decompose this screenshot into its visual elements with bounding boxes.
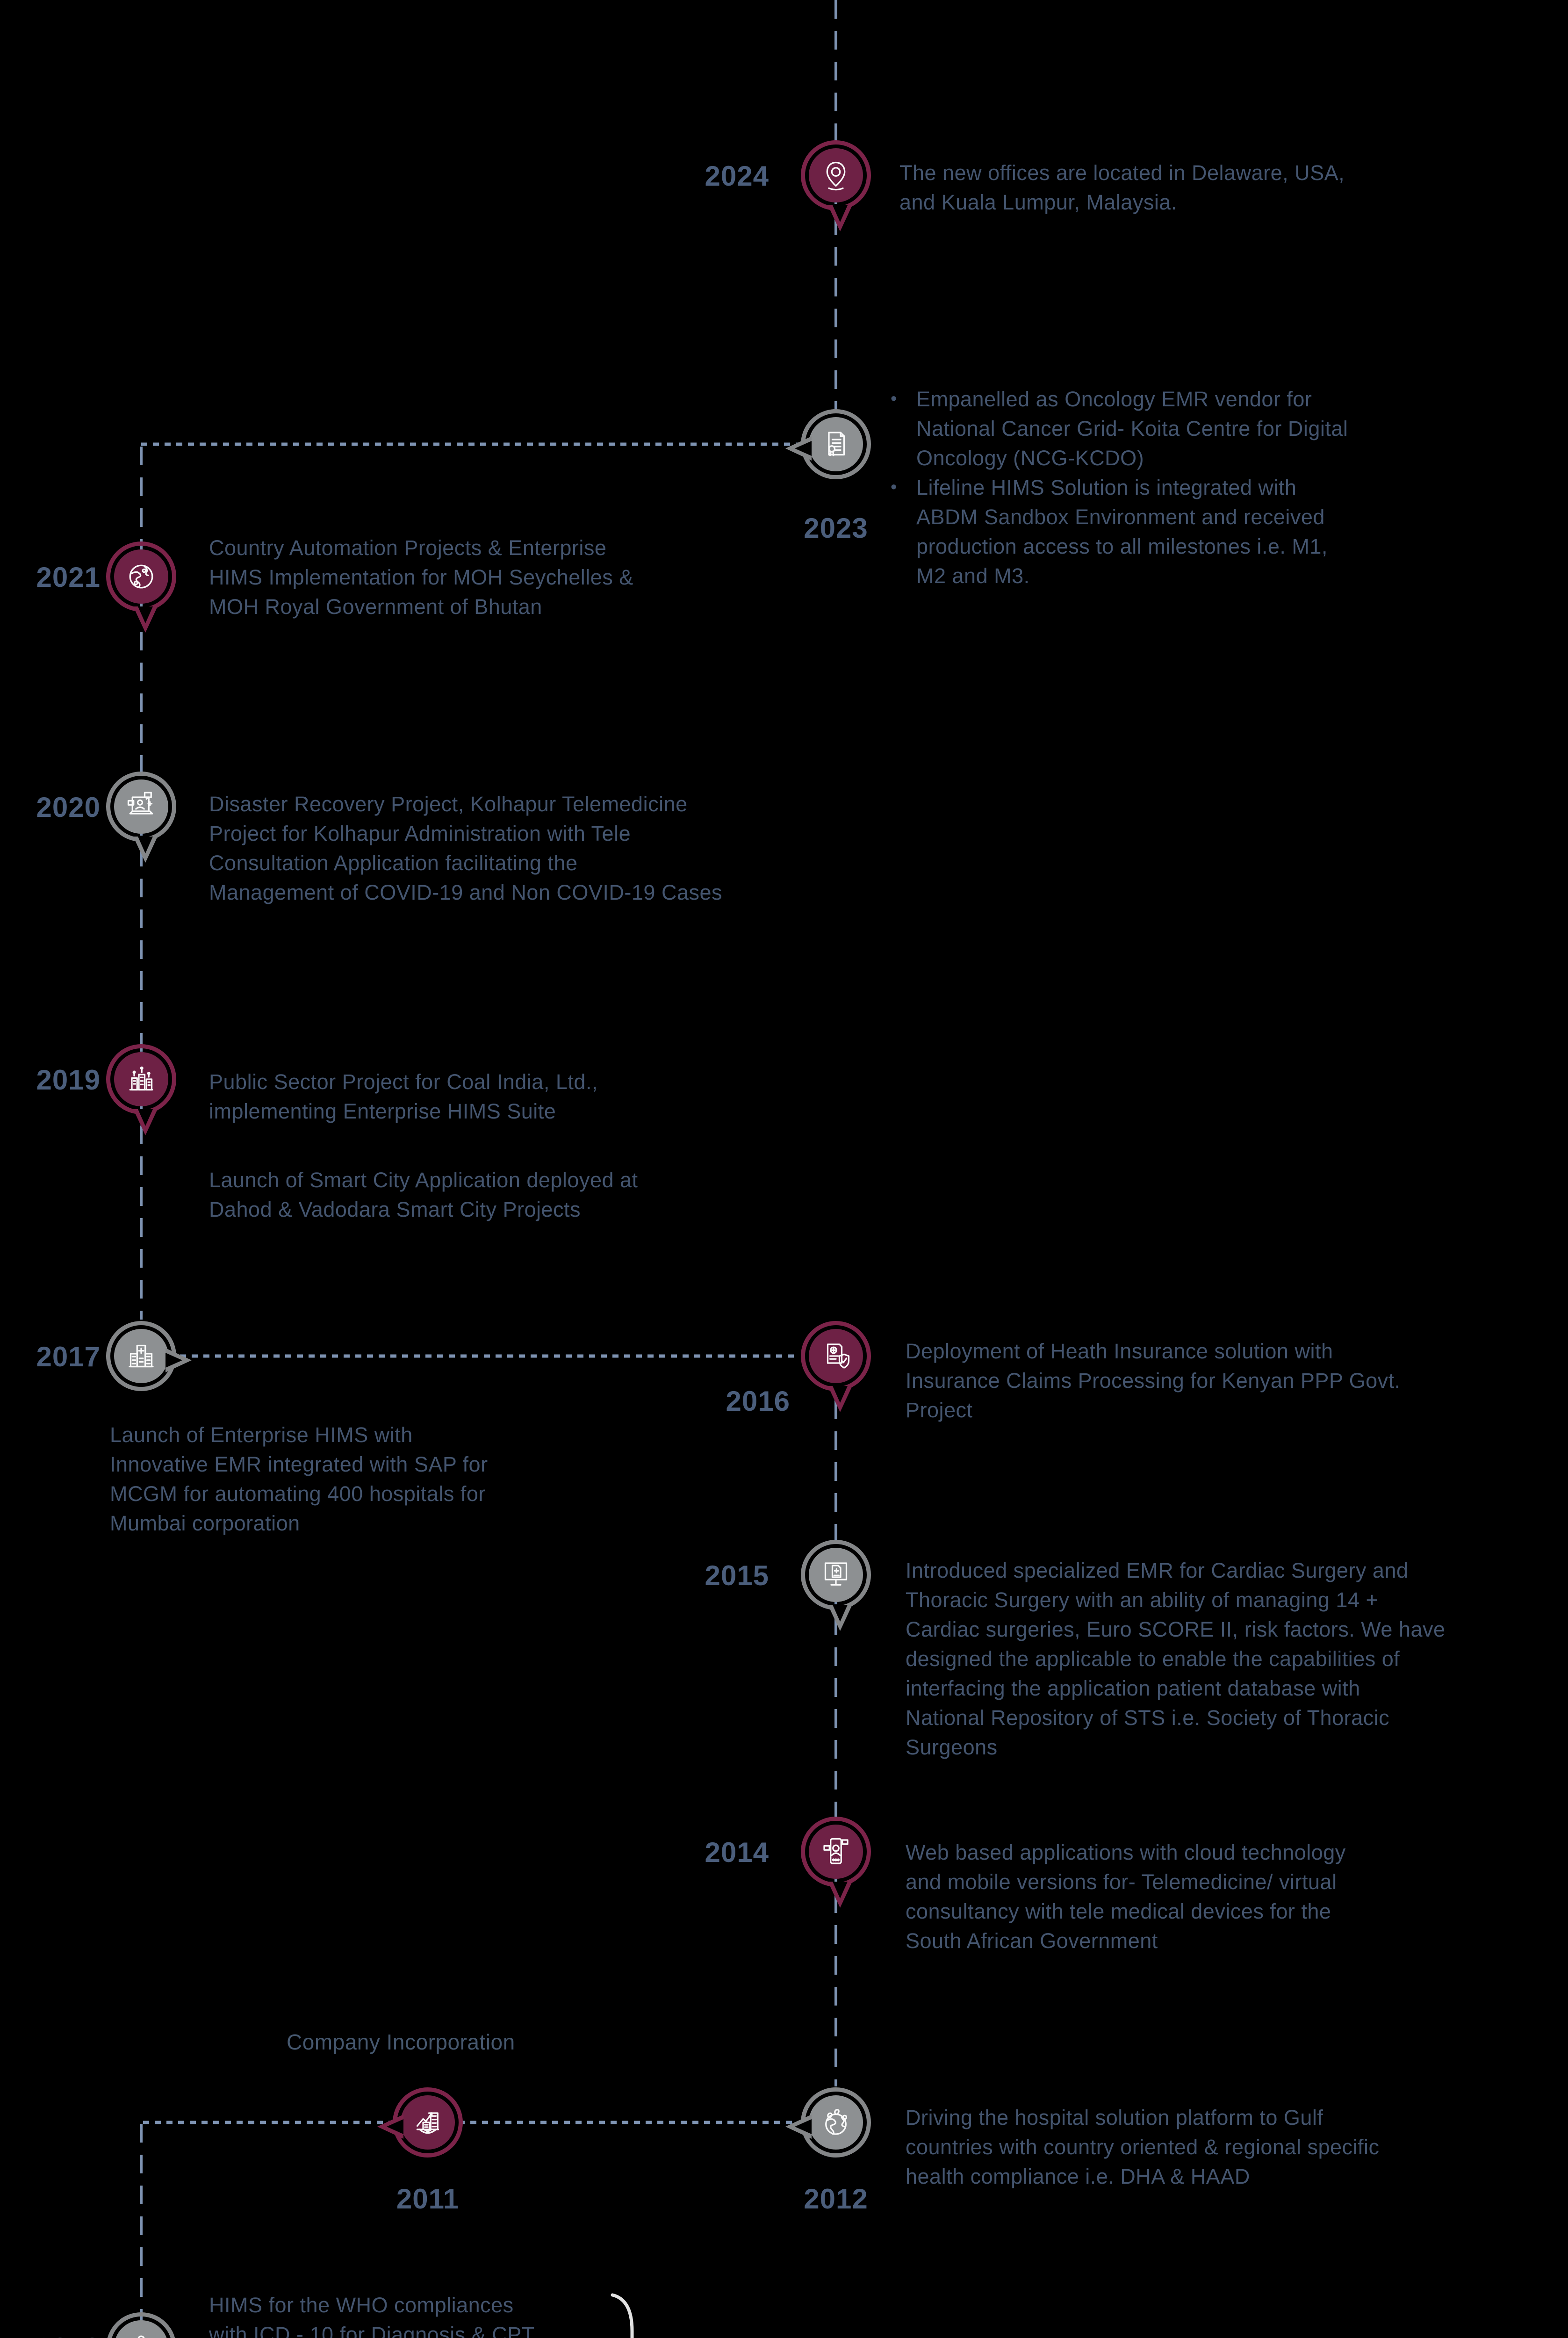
bullet-icon: • — [891, 389, 897, 409]
hospital-building-icon — [129, 1344, 154, 1368]
milestone-2017-marker — [106, 1321, 192, 1391]
milestone-2016-marker — [801, 1321, 871, 1412]
certificate-document-icon — [828, 432, 845, 456]
company-incorporation-label: Company Incorporation — [287, 2030, 515, 2054]
globe-icon — [129, 564, 153, 589]
milestone-2019-description-2: Launch of Smart City Application deploye… — [209, 1168, 638, 1221]
milestone-2012-icon-circle — [809, 2095, 863, 2150]
milestone-2011-icon-circle — [401, 2095, 455, 2150]
team-icon — [137, 2335, 145, 2338]
milestone-2014-year: 2014 — [705, 1837, 769, 1868]
location-pin-icon — [826, 161, 846, 191]
milestone-2015-icon-circle — [809, 1548, 863, 1602]
smart-city-icon — [129, 1066, 153, 1091]
milestone-2010-year: 2010 — [16, 2332, 101, 2338]
milestone-2019-marker — [106, 1044, 176, 1135]
company-growth-icon — [416, 2112, 439, 2134]
milestone-2017-year: 2017 — [36, 1341, 101, 1372]
mobile-telemedicine-icon — [823, 1838, 849, 1864]
milestone-2024-icon-circle — [809, 148, 863, 202]
milestone-2019-year: 2019 — [36, 1064, 101, 1096]
milestone-2019-icon-circle — [114, 1052, 168, 1106]
milestone-2017-description: Launch of Enterprise HIMS with Innovativ… — [110, 1423, 488, 1535]
milestone-2021-icon-circle — [114, 549, 168, 604]
milestone-2012-marker — [785, 2087, 871, 2158]
milestone-2021-year: 2021 — [36, 562, 101, 593]
milestone-2015-description: Introduced specialized EMR for Cardiac S… — [906, 1559, 1446, 1759]
milestone-2021-description: Country Automation Projects & Enterprise… — [209, 536, 633, 619]
milestone-2015-marker — [801, 1540, 871, 1631]
milestone-2023-icon-circle — [809, 417, 863, 471]
milestone-2020-marker — [106, 772, 176, 863]
milestone-2015-year: 2015 — [705, 1560, 769, 1591]
milestone-2014-marker — [801, 1817, 871, 1908]
milestone-2024-description: The new offices are located in Delaware,… — [899, 161, 1345, 214]
milestone-2017-icon-circle — [114, 1329, 168, 1383]
insurance-claim-icon — [827, 1343, 850, 1369]
milestone-2016-icon-circle — [809, 1329, 863, 1383]
milestone-2024-marker — [801, 140, 871, 231]
milestone-2020-description: Disaster Recovery Project, Kolhapur Tele… — [209, 792, 722, 904]
milestone-2014-icon-circle — [809, 1825, 863, 1879]
bullet-icon: • — [891, 477, 897, 497]
telemedicine-laptop-icon — [127, 792, 153, 815]
milestone-2020-year: 2020 — [36, 792, 101, 823]
milestone-2011-year: 2011 — [396, 2183, 460, 2215]
milestone-2023-description: • Empanelled as Oncology EMR vendor for … — [891, 384, 1348, 591]
milestone-2020-icon-circle — [114, 779, 168, 834]
milestone-2014-description: Web based applications with cloud techno… — [906, 1840, 1346, 1953]
globe-pins-icon — [825, 2109, 848, 2135]
milestone-2010-description: HIMS for the WHO compliances with ICD - … — [209, 2293, 535, 2338]
emr-monitor-icon — [824, 1562, 848, 1586]
milestone-2010-icon-circle — [114, 2320, 168, 2338]
milestone-2016-description: Deployment of Heath Insurance solution w… — [906, 1339, 1401, 1422]
bullet-item: • Lifeline HIMS Solution is integrated w… — [891, 473, 1348, 591]
milestone-2023-marker — [785, 409, 871, 479]
milestone-2021-marker — [106, 541, 176, 633]
milestone-2024-year: 2024 — [705, 160, 769, 192]
bullet-item: • Empanelled as Oncology EMR vendor for … — [891, 384, 1348, 473]
milestone-2023-year: 2023 — [804, 512, 868, 544]
milestone-2012-description: Driving the hospital solution platform t… — [906, 2106, 1380, 2188]
milestone-2016-year: 2016 — [726, 1385, 790, 1417]
milestone-2011-marker — [377, 2087, 463, 2158]
milestone-2019-description: Public Sector Project for Coal India, Lt… — [209, 1070, 598, 1123]
milestone-2012-year: 2012 — [804, 2183, 868, 2215]
